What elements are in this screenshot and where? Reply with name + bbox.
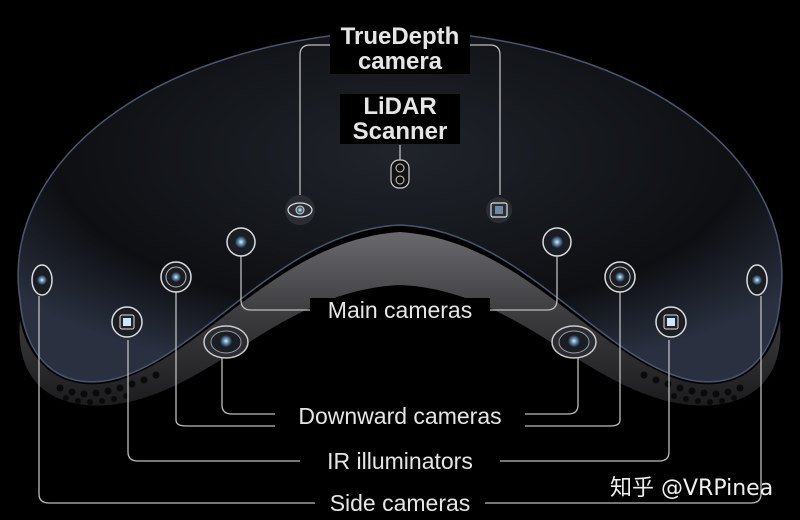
ir-illuminator-right	[655, 306, 687, 338]
label-downward-cameras: Downward cameras	[275, 404, 525, 428]
downward-camera-lower-left	[203, 325, 249, 359]
side-camera-left	[31, 264, 53, 296]
truedepth-camera-left	[285, 195, 315, 225]
main-camera-left	[226, 227, 256, 257]
lidar-scanner	[390, 159, 410, 189]
label-truedepth-line1: TrueDepth	[340, 23, 460, 50]
downward-camera-lower-right	[551, 325, 597, 359]
watermark: 知乎 @VRPinea	[610, 476, 774, 501]
label-ir-illuminators: IR illuminators	[300, 449, 500, 473]
headset-shell	[17, 29, 783, 383]
label-lidar-line1: LiDAR	[363, 93, 437, 120]
label-truedepth-line2: camera	[357, 48, 443, 76]
ir-illuminator-left	[111, 306, 143, 338]
label-main-cameras: Main cameras	[310, 298, 490, 322]
headset-band	[19, 232, 781, 406]
downward-camera-upper-left	[160, 261, 192, 293]
side-camera-right	[746, 264, 768, 296]
label-lidar-line2: Scanner	[352, 118, 448, 146]
speaker-grille-left	[56, 371, 160, 405]
downward-camera-upper-right	[604, 261, 636, 293]
label-side-cameras: Side cameras	[315, 491, 485, 515]
truedepth-camera-right	[486, 197, 512, 223]
main-camera-right	[542, 227, 572, 257]
leader-lines	[38, 44, 762, 504]
speaker-grille-right	[640, 371, 744, 405]
